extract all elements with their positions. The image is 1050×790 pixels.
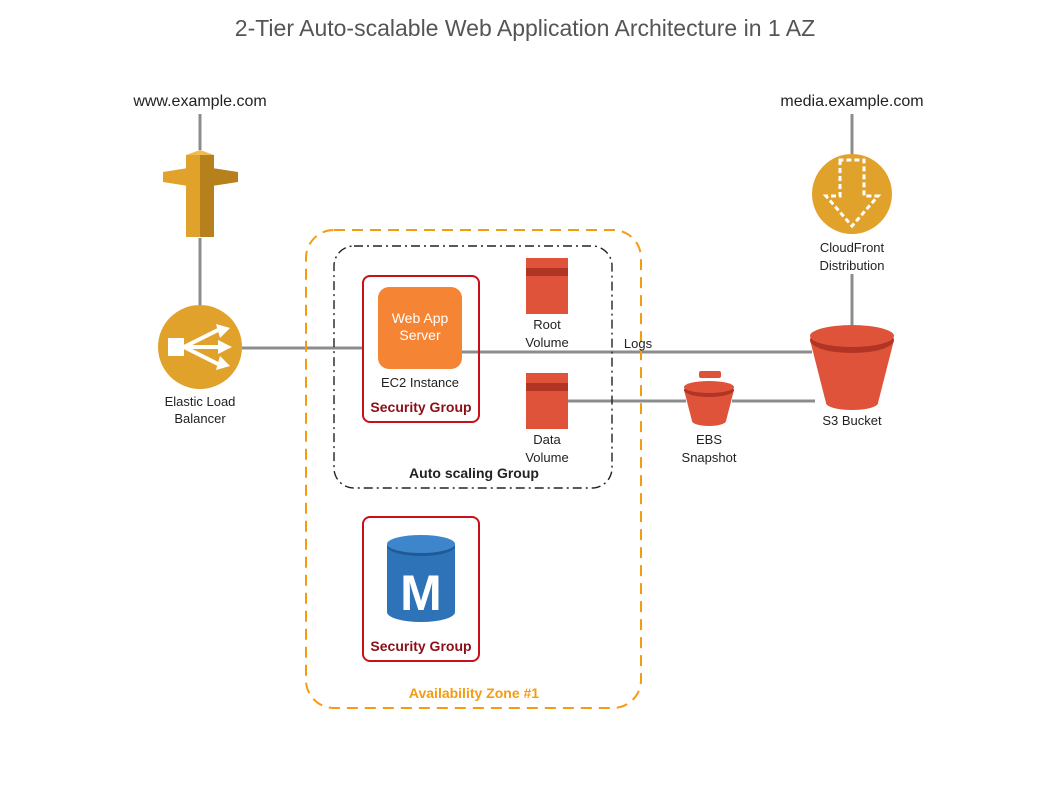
root-volume-label-line1: Root bbox=[533, 317, 561, 332]
connectors bbox=[198, 114, 854, 403]
data-volume: Data Volume bbox=[525, 373, 569, 465]
www-domain-label: www.example.com bbox=[132, 93, 266, 110]
ebs-snapshot-label-line1: EBS bbox=[696, 432, 722, 447]
ec2-instance: Web App Server EC2 Instance bbox=[378, 287, 462, 390]
web-app-server-label-line2: Server bbox=[399, 327, 441, 343]
web-app-server-label-line1: Web App bbox=[392, 310, 449, 326]
elastic-load-balancer-icon bbox=[158, 305, 242, 389]
ebs-volume-icon bbox=[526, 373, 568, 429]
logs-label: Logs bbox=[624, 336, 653, 351]
ec2-instance-label: EC2 Instance bbox=[381, 375, 459, 390]
root-volume-label-line2: Volume bbox=[525, 335, 568, 350]
cloudfront-icon bbox=[812, 154, 892, 234]
data-volume-label-line2: Volume bbox=[525, 450, 568, 465]
elb-label-line1: Elastic Load bbox=[165, 394, 236, 409]
data-volume-label-line1: Data bbox=[533, 432, 561, 447]
auto-scaling-group-boundary bbox=[333, 245, 613, 489]
elb-label-line2: Balancer bbox=[174, 411, 226, 426]
s3-bucket-icon bbox=[810, 325, 894, 410]
web-app-server-icon bbox=[378, 287, 462, 369]
security-group-web bbox=[362, 275, 480, 423]
diagram-title: 2-Tier Auto-scalable Web Application Arc… bbox=[235, 15, 815, 41]
cloudfront-label-line2: Distribution bbox=[819, 258, 884, 273]
root-volume: Root Volume bbox=[525, 258, 569, 350]
s3-bucket-label: S3 Bucket bbox=[822, 413, 882, 428]
availability-zone-label: Availability Zone #1 bbox=[409, 685, 539, 701]
auto-scaling-group-label: Auto scaling Group bbox=[409, 465, 539, 481]
security-group-db bbox=[362, 516, 480, 662]
ebs-snapshot-label-line2: Snapshot bbox=[682, 450, 737, 465]
security-group-db-label: Security Group bbox=[370, 638, 471, 654]
rds-mysql-database-icon: M bbox=[387, 535, 455, 622]
database-letter: M bbox=[400, 565, 442, 621]
availability-zone-boundary bbox=[305, 229, 642, 709]
route53-signpost-icon bbox=[163, 150, 238, 237]
media-domain-label: media.example.com bbox=[780, 93, 923, 110]
security-group-web-label: Security Group bbox=[370, 399, 471, 415]
cloudfront-label-line1: CloudFront bbox=[820, 240, 885, 255]
ebs-snapshot-icon bbox=[684, 371, 734, 426]
ebs-volume-icon bbox=[526, 258, 568, 314]
